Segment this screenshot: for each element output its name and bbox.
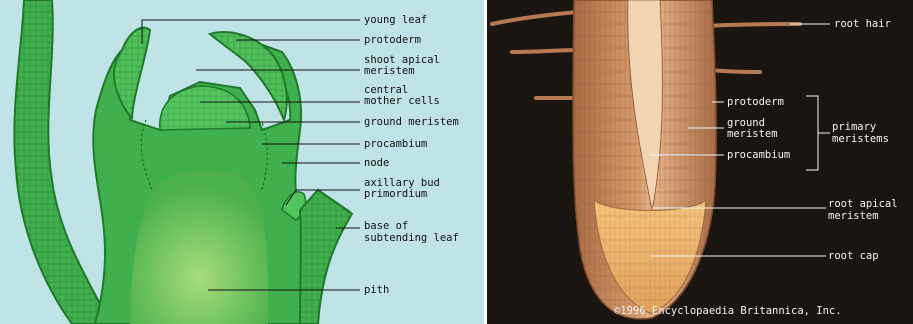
label-root-protoderm: protoderm (727, 96, 784, 108)
label-procambium: procambium (364, 138, 427, 150)
shoot-panel: young leaf protoderm shoot apical merist… (0, 0, 484, 324)
copyright-text: ©1996 Encyclopaedia Britannica, Inc. (614, 305, 842, 317)
root-panel: root hair protoderm ground meristem proc… (487, 0, 913, 324)
label-root-apical-2: meristem (828, 210, 879, 222)
label-primary-2: meristems (832, 133, 889, 145)
label-base-1: base of (364, 220, 408, 232)
label-central-2: mother cells (364, 95, 440, 107)
label-protoderm: protoderm (364, 34, 421, 46)
label-node: node (364, 157, 389, 169)
label-primary-1: primary (832, 121, 876, 133)
label-root-ground-2: meristem (727, 128, 778, 140)
label-root-apical-1: root apical (828, 198, 898, 210)
label-root-procambium: procambium (727, 149, 790, 161)
label-axillary-2: primordium (364, 188, 427, 200)
label-base-2: subtending leaf (364, 232, 459, 244)
pith-region (130, 170, 268, 324)
panel-divider (484, 0, 487, 324)
label-young-leaf: young leaf (364, 14, 427, 26)
label-root-hair: root hair (834, 18, 891, 30)
label-ground-meristem: ground meristem (364, 116, 459, 128)
label-shoot-apical-2: meristem (364, 65, 415, 77)
label-pith: pith (364, 284, 389, 296)
label-root-cap: root cap (828, 250, 879, 262)
